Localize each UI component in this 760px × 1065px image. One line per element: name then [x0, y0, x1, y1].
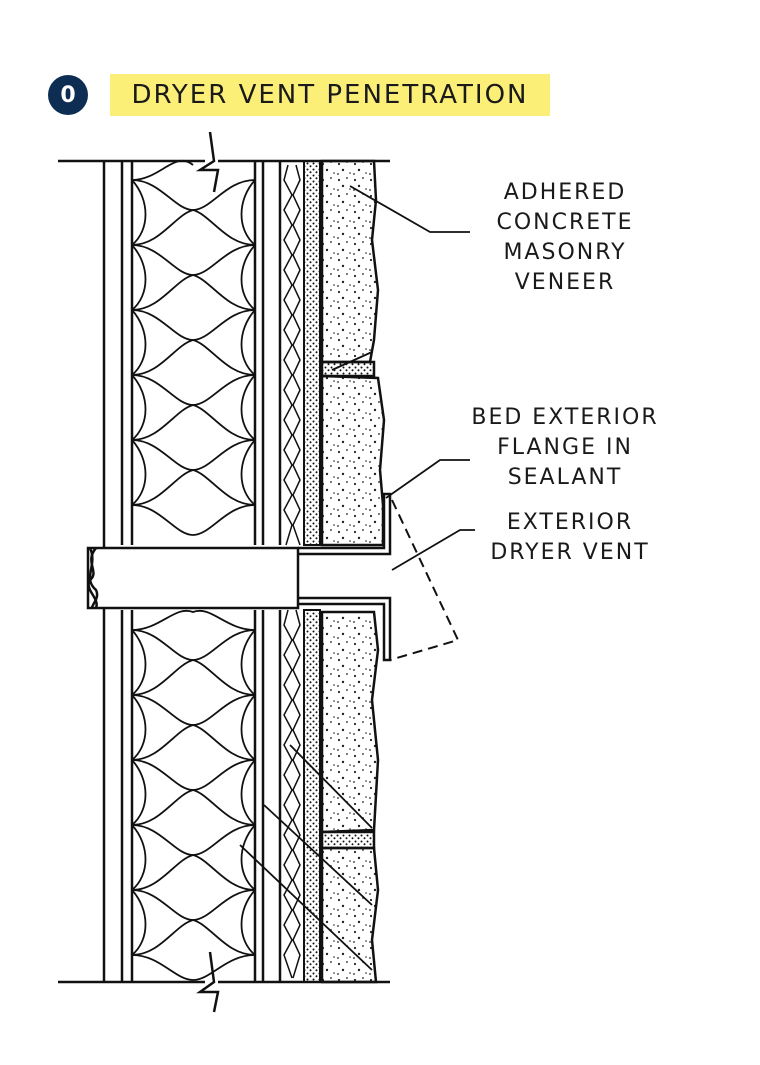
vent-flange [298, 492, 392, 662]
scratch-coat [303, 160, 321, 983]
label-veneer-line-1: Adhered [503, 180, 627, 205]
vent-hood-dashed [297, 499, 460, 661]
label-veneer-line-3: Masonry [503, 240, 627, 265]
label-flange-sealant: Bed Exterior Flange In Sealant [440, 403, 690, 493]
wall-layers [102, 161, 282, 982]
label-vent-line-2: Dryer Vent [490, 540, 650, 565]
label-flange-line-2: Flange In [497, 435, 633, 460]
detail-number: 0 [60, 82, 76, 108]
detail-title: Dryer Vent Penetration [131, 80, 529, 110]
label-dryer-vent: Exterior Dryer Vent [460, 508, 680, 568]
title-highlight: Dryer Vent Penetration [110, 74, 550, 116]
label-flange-line-1: Bed Exterior [471, 405, 659, 430]
dryer-vent-duct [86, 546, 300, 610]
leader-lines [239, 185, 475, 971]
label-veneer: Adhered Concrete Masonry Veneer [470, 178, 660, 298]
veneer-units [320, 159, 386, 984]
label-flange-line-3: Sealant [507, 465, 623, 490]
label-vent-line-1: Exterior [506, 510, 634, 535]
weather-barrier [283, 164, 301, 979]
batt-insulation [131, 159, 256, 981]
label-veneer-line-2: Concrete [496, 210, 634, 235]
label-veneer-line-4: Veneer [514, 270, 616, 295]
detail-number-badge: 0 [48, 75, 88, 115]
